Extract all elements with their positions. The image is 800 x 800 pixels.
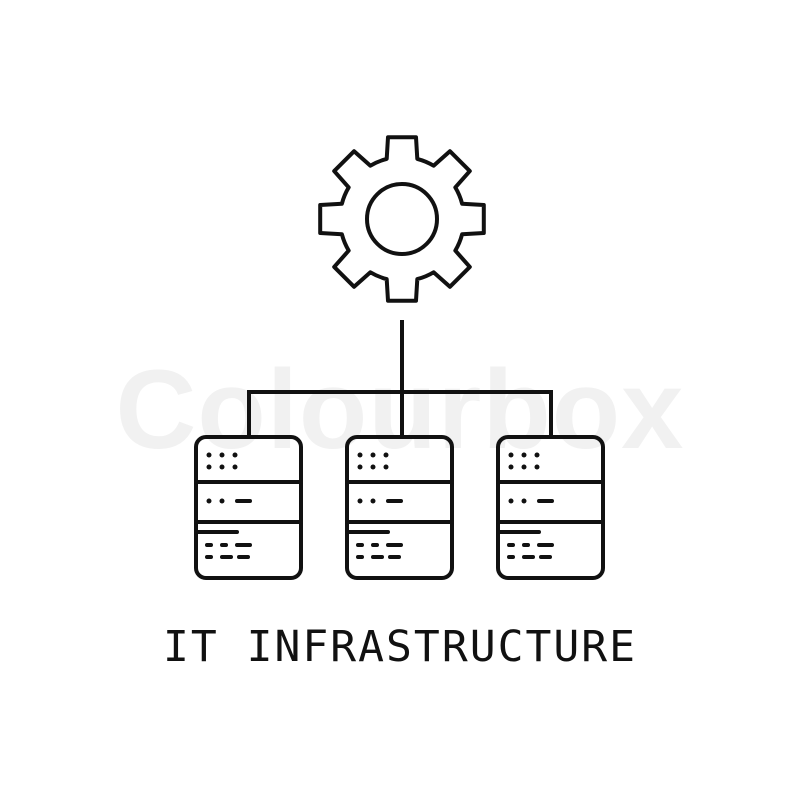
connector-lines [247, 320, 553, 436]
server-icon [194, 435, 303, 580]
gear-icon [318, 135, 486, 303]
watermark: Colourbox [115, 347, 685, 472]
server-icon [345, 435, 454, 580]
diagram-title: IT INFRASTRUCTURE [162, 622, 638, 672]
server-icon [496, 435, 605, 580]
